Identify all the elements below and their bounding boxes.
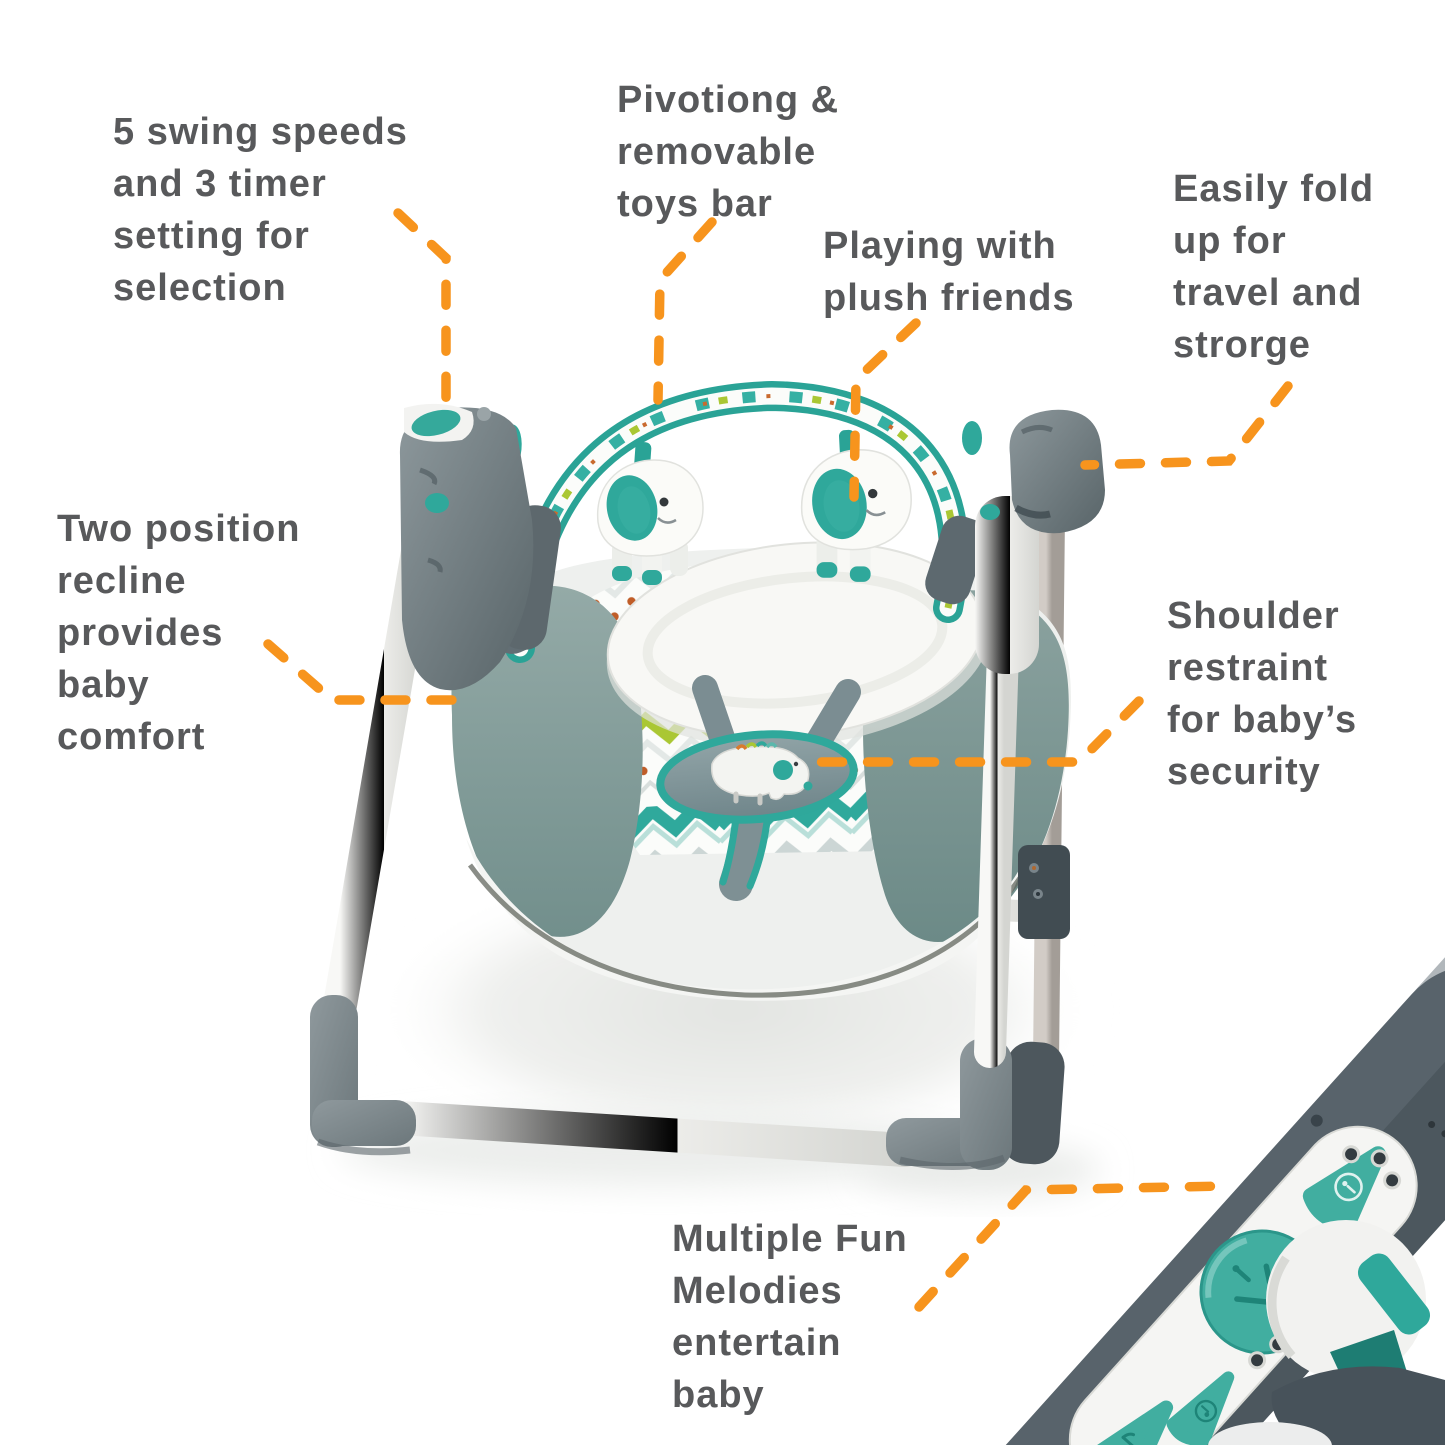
callout-swing-speeds: 5 swing speeds and 3 timer setting for s… [113,111,408,309]
left-motor-housing [399,403,534,691]
toy-bar [505,380,969,663]
callout-plush-friends: Playing with plush friends [823,225,1075,319]
callout-fold-up: Easily fold up for travel and strorge [1173,168,1375,366]
right-front-leg [974,604,1020,1068]
leader-swing-speeds [393,208,451,403]
seat-left-bolster [451,585,643,937]
right-motor-housing [962,409,1105,1068]
leader-plush-friends [849,318,921,502]
callout-lines [263,208,1293,1312]
right-hanger-arm [975,496,1039,674]
elephant-applique [711,741,813,806]
base-frame [310,995,1012,1171]
leader-melodies [914,1181,1231,1312]
harness [656,675,861,901]
hinge-clip [1357,1253,1431,1335]
music-note-icon [1121,1432,1138,1445]
seat-edge-line [467,863,1023,998]
plush-elephant-left [597,459,704,585]
timer-icon [1334,1172,1363,1202]
remote-control [956,942,1445,1445]
right-foot [886,1038,1012,1171]
leader-toy-bar [653,217,717,405]
rear-foot [1001,1041,1065,1165]
remote-hinge [1208,1220,1445,1445]
callout-recline: Two position recline provides baby comfo… [57,508,301,758]
leader-fold-up [1080,381,1293,470]
elephant-eye [659,497,669,507]
toybar-clamp-right [925,515,987,605]
melody-button [1085,1400,1174,1445]
left-foot [310,995,416,1156]
callout-shoulder-restraint: Shoulder restraint for baby’s security [1167,595,1358,793]
callout-melodies: Multiple Fun Melodies entertain baby [672,1218,908,1416]
volume-button [1166,1371,1235,1445]
volume-icon [1194,1399,1218,1423]
callout-toy-bar: Pivotiong & removable toys bar [617,79,840,225]
housing-top-button [411,409,461,437]
recline-knob [425,493,449,513]
fold-hinge-bracket [1018,845,1070,939]
elephant-eye [868,488,878,499]
